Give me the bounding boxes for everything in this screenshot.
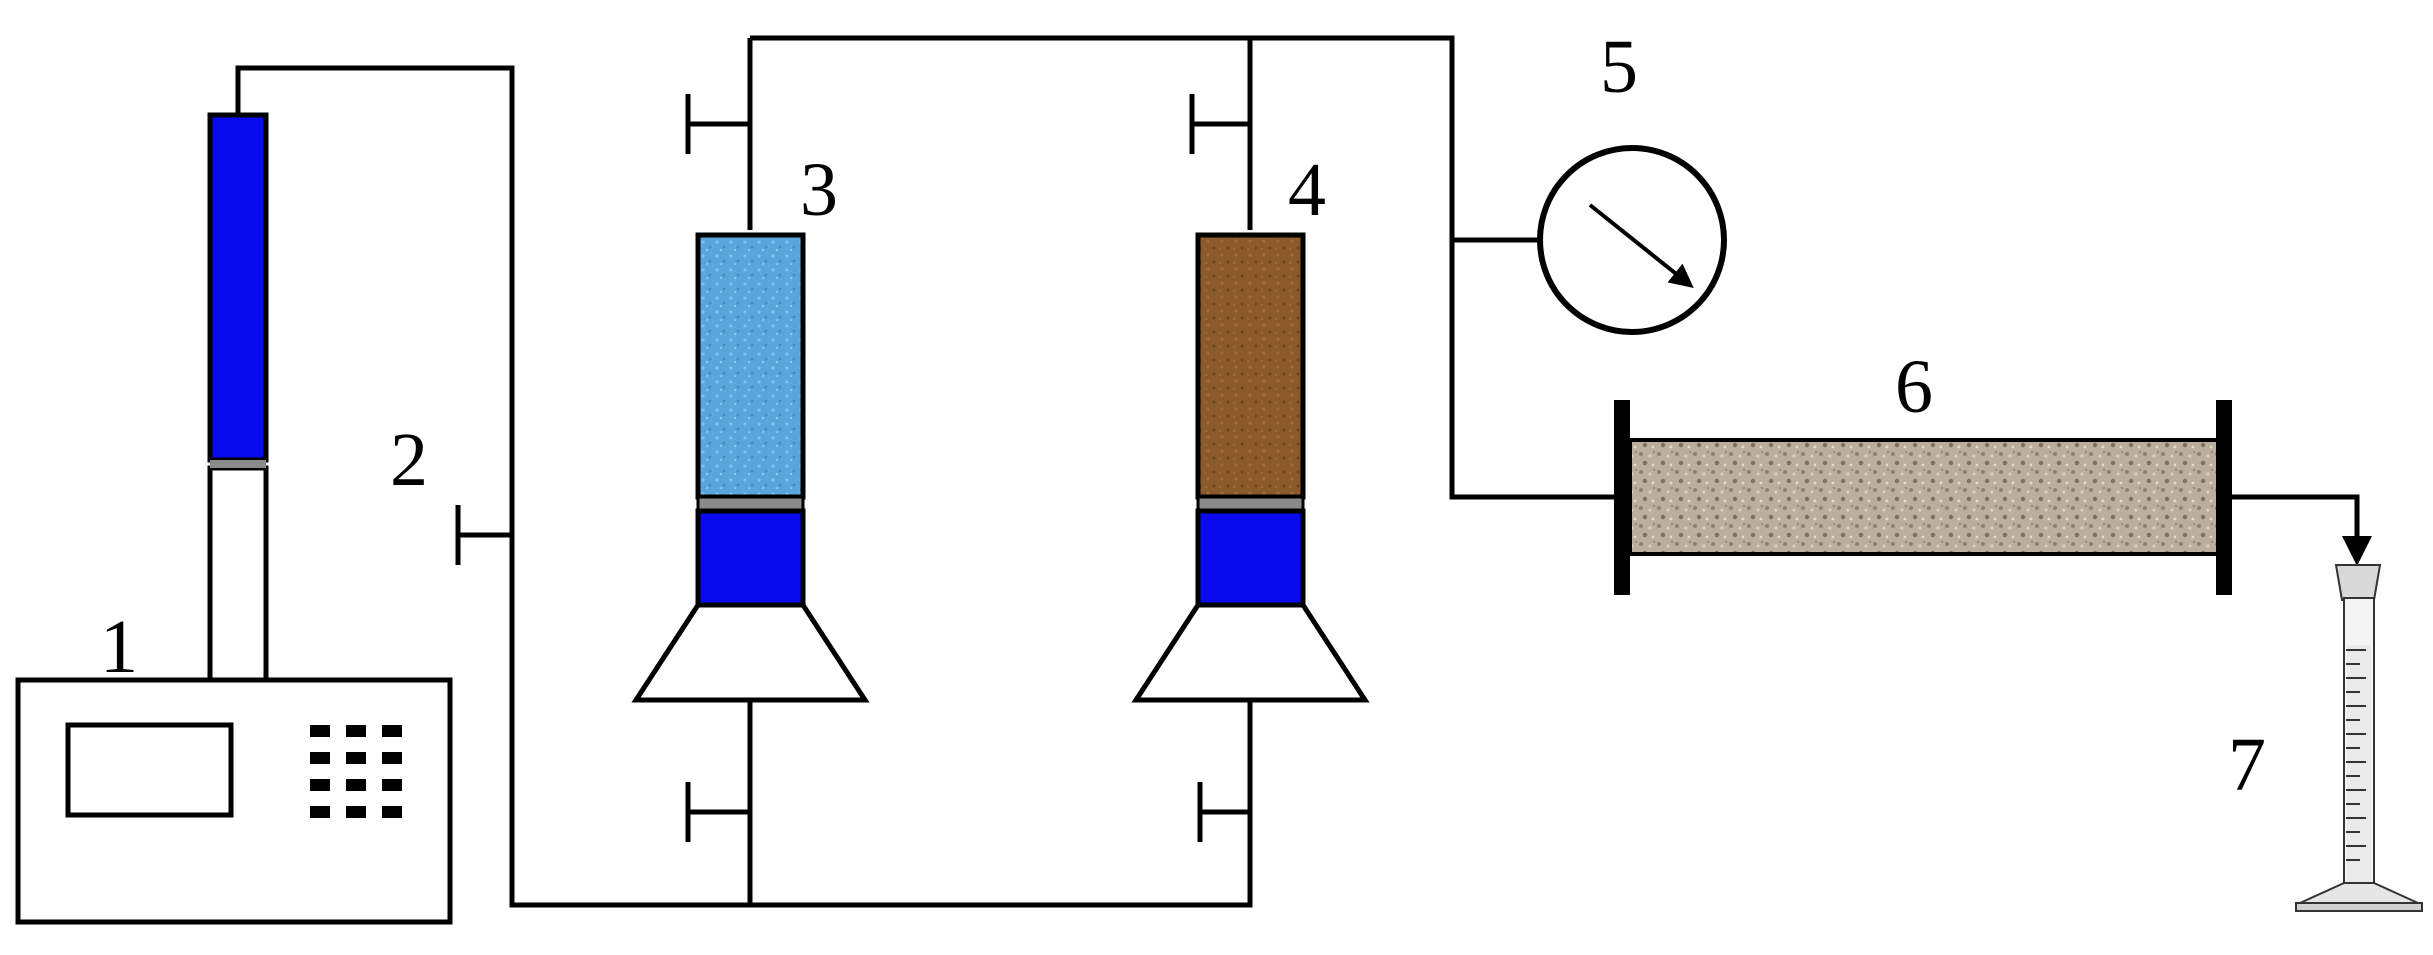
pump-piston xyxy=(210,460,266,468)
valve-t-icon xyxy=(685,94,750,154)
graduated-cylinder-icon xyxy=(2295,564,2423,912)
oil-vessel xyxy=(1131,232,1370,703)
vessel3-stand xyxy=(631,602,870,703)
vessel4-stand xyxy=(1131,602,1370,703)
label-pump: 1 xyxy=(100,605,138,689)
pump-display xyxy=(65,722,234,818)
sand-pack xyxy=(1614,400,2232,595)
vessel3-drive-fluid xyxy=(695,508,806,608)
label-sand-pack: 6 xyxy=(1895,345,1933,429)
pump-cylinder-lower xyxy=(207,465,269,683)
valve-t-icon xyxy=(1189,94,1250,154)
oil-chamber xyxy=(1195,232,1306,500)
sand-pack-outlet-flange xyxy=(2216,400,2232,595)
pump-outlet-line xyxy=(235,65,1253,908)
label-cylinder: 7 xyxy=(2228,723,2266,807)
sand-pack-body xyxy=(1628,438,2224,556)
label-oil-vessel: 4 xyxy=(1288,148,1326,232)
water-chamber xyxy=(695,232,806,500)
outlet-line xyxy=(2232,494,2372,566)
label-water-vessel: 3 xyxy=(800,148,838,232)
pressure-gauge-icon xyxy=(1537,145,1727,335)
water-vessel xyxy=(631,232,870,703)
top-manifold-line xyxy=(750,35,1620,500)
keypad-icon xyxy=(310,725,402,818)
pump-unit xyxy=(15,112,453,925)
label-valve: 2 xyxy=(390,418,428,502)
vessel4-drive-fluid xyxy=(1195,508,1306,608)
sand-pack-inlet-flange xyxy=(1614,400,1630,595)
label-pressure-gauge: 5 xyxy=(1600,25,1638,109)
valve-t-icon xyxy=(455,505,512,565)
valve-t-icon xyxy=(1197,782,1250,842)
pump-fluid-column xyxy=(207,112,269,463)
valve-t-icon xyxy=(685,782,750,842)
